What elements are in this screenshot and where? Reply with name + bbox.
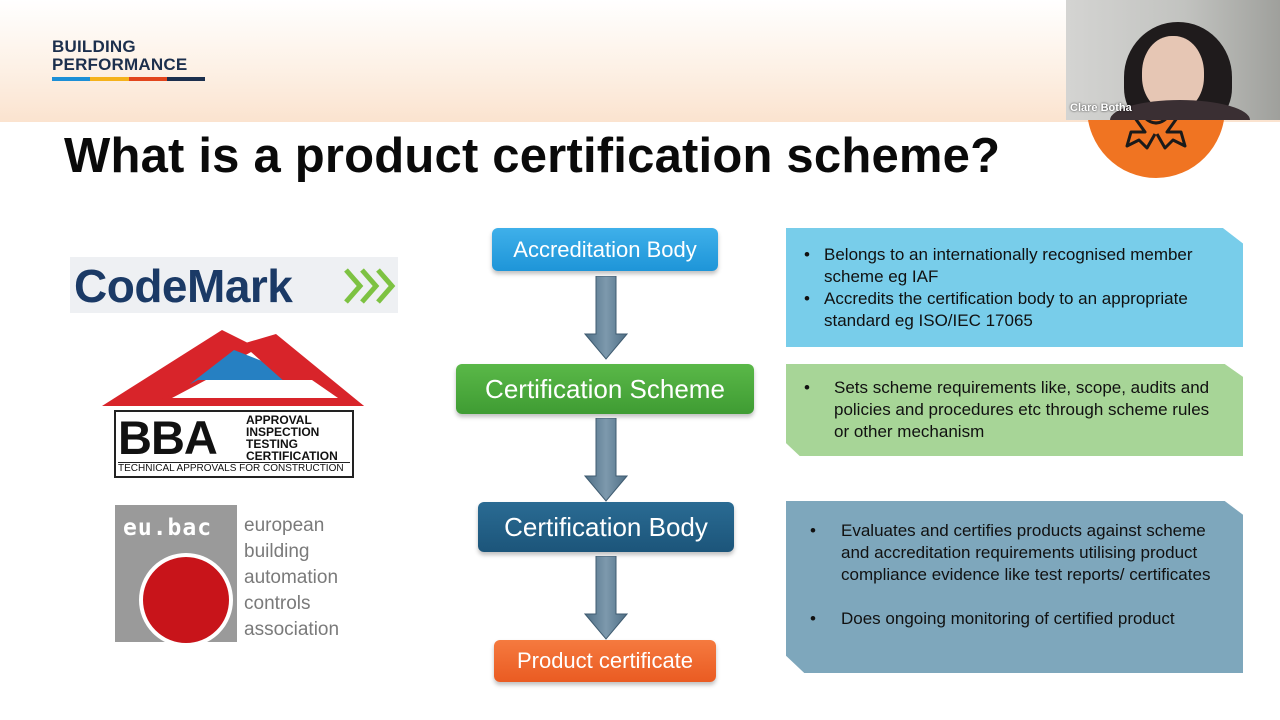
product-certificate-box: Product certificate bbox=[494, 640, 716, 682]
eubac-word: association bbox=[244, 619, 340, 640]
bba-tagline: TECHNICAL APPROVALS FOR CONSTRUCTION bbox=[118, 462, 350, 475]
bullet: • bbox=[804, 289, 810, 308]
bullet-text: Belongs to an internationally recognised… bbox=[824, 245, 1193, 286]
list-item: • Does ongoing monitoring of certified p… bbox=[810, 608, 1220, 630]
accreditation-info-panel: • Belongs to an internationally recognis… bbox=[786, 228, 1243, 347]
bba-line: TESTING bbox=[246, 437, 299, 451]
certification-scheme-box: Certification Scheme bbox=[456, 364, 754, 414]
bullet-text: Evaluates and certifies products against… bbox=[841, 521, 1211, 584]
bullet: • bbox=[810, 521, 816, 540]
bba-line: APPROVAL bbox=[246, 413, 312, 427]
bba-line: INSPECTION bbox=[246, 425, 320, 439]
eubac-word: controls bbox=[244, 593, 311, 614]
bba-letters: BBA bbox=[118, 411, 218, 464]
bba-logo: BBA APPROVAL INSPECTION TESTING CERTIFIC… bbox=[102, 328, 364, 478]
bullet-text: Sets scheme requirements like, scope, au… bbox=[834, 378, 1210, 441]
participant-face bbox=[1142, 36, 1204, 112]
chevron-right-icon bbox=[344, 268, 396, 304]
participant-name: Clare Botha bbox=[1070, 102, 1132, 114]
codemark-wordmark: CodeMark bbox=[74, 260, 293, 312]
brand-line-2: PERFORMANCE bbox=[52, 55, 188, 74]
award-ribbon-icon bbox=[1125, 116, 1187, 150]
brand-line-1: BUILDING bbox=[52, 37, 136, 56]
bullet-text: Does ongoing monitoring of certified pro… bbox=[841, 609, 1175, 628]
body-bullet-list: • Evaluates and certifies products again… bbox=[810, 520, 1220, 630]
participant-body bbox=[1110, 100, 1250, 120]
bba-line: CERTIFICATION bbox=[246, 449, 338, 463]
list-item: • Accredits the certification body to an… bbox=[804, 288, 1224, 332]
eubac-logo: eu.bac european building automation cont… bbox=[115, 505, 355, 647]
arrow-down-icon bbox=[584, 418, 628, 502]
participant-video-tile[interactable]: Clare Botha bbox=[1066, 0, 1280, 120]
bba-lines: APPROVAL INSPECTION TESTING CERTIFICATIO… bbox=[246, 414, 338, 462]
slide-title: What is a product certification scheme? bbox=[64, 129, 1001, 183]
list-item: • Evaluates and certifies products again… bbox=[810, 520, 1220, 586]
accreditation-body-box: Accreditation Body bbox=[492, 228, 718, 271]
arrow-down-icon bbox=[584, 276, 628, 360]
bullet: • bbox=[804, 245, 810, 264]
arrow-down-icon bbox=[584, 556, 628, 640]
eubac-name: eu.bac bbox=[123, 515, 213, 541]
certification-body-box: Certification Body bbox=[478, 502, 734, 552]
accreditation-bullet-list: • Belongs to an internationally recognis… bbox=[804, 244, 1224, 332]
bullet-text: Accredits the certification body to an a… bbox=[824, 289, 1188, 330]
eubac-word: automation bbox=[244, 567, 339, 588]
bullet: • bbox=[804, 378, 810, 397]
eubac-panel: eu.bac bbox=[115, 505, 237, 647]
list-item: • Sets scheme requirements like, scope, … bbox=[804, 377, 1224, 443]
brand-color-bar bbox=[52, 77, 205, 81]
scheme-bullet-list: • Sets scheme requirements like, scope, … bbox=[804, 377, 1224, 443]
scheme-info-panel: • Sets scheme requirements like, scope, … bbox=[786, 364, 1243, 456]
list-item: • Belongs to an internationally recognis… bbox=[804, 244, 1224, 288]
bba-box: BBA APPROVAL INSPECTION TESTING CERTIFIC… bbox=[114, 410, 354, 478]
eubac-word: european bbox=[244, 515, 325, 536]
eubac-red-circle bbox=[139, 553, 233, 647]
certification-body-info-panel: • Evaluates and certifies products again… bbox=[786, 501, 1243, 673]
brand-logo: BUILDING PERFORMANCE bbox=[52, 38, 222, 81]
bullet: • bbox=[810, 609, 816, 628]
bba-roof-icon bbox=[102, 330, 364, 406]
eubac-word: building bbox=[244, 541, 310, 562]
codemark-logo: CodeMark bbox=[70, 257, 398, 313]
eubac-words: european building automation controls as… bbox=[244, 513, 339, 643]
